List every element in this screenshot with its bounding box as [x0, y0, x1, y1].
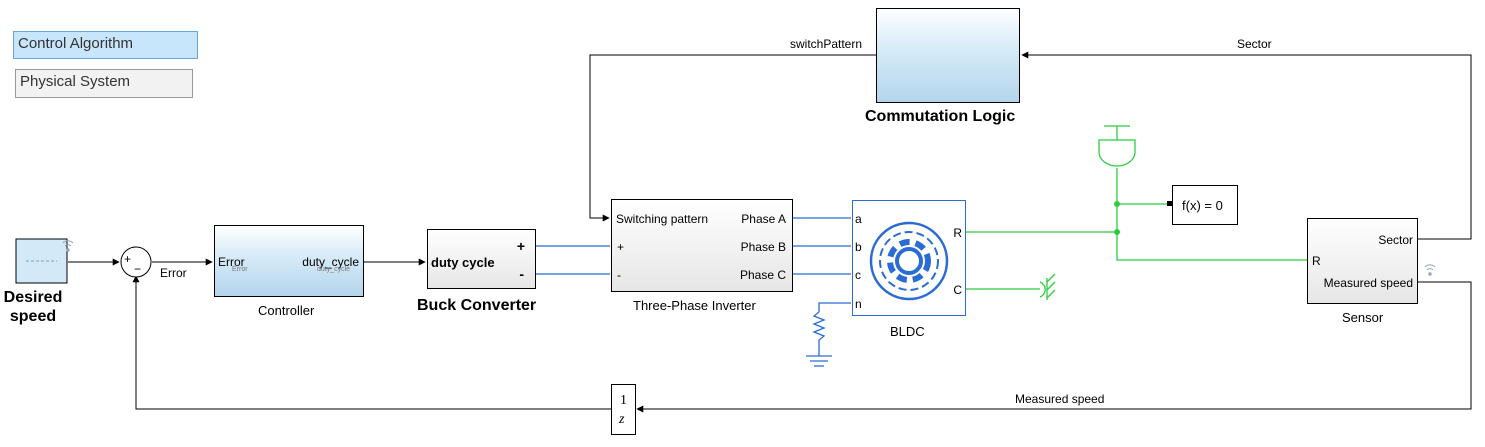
bldc-port-c-out: C	[953, 283, 962, 297]
sensor-sector-port: Sector	[1378, 233, 1413, 247]
sensor-speed-port: Measured speed	[1323, 276, 1413, 290]
bldc-port-b: b	[855, 240, 862, 254]
legend-control-algorithm[interactable]: Control Algorithm	[13, 31, 198, 59]
wire-measured-speed[interactable]	[636, 281, 1472, 413]
resistor-symbol	[812, 311, 826, 356]
inverter-phase-c-port: Phase C	[739, 268, 786, 282]
controller-in-port: Error	[218, 255, 245, 269]
sensor-block[interactable]: R Sector Measured speed	[1307, 218, 1418, 304]
inverter-phase-a-port: Phase A	[741, 212, 786, 226]
bldc-block[interactable]: a b c n R C	[852, 200, 966, 316]
signal-label-error: Error	[160, 266, 187, 280]
wireless-icon	[1424, 264, 1436, 276]
three-phase-inverter-label: Three-Phase Inverter	[633, 298, 756, 313]
mechanical-lines	[966, 125, 1307, 300]
sum-minus-sign: −	[134, 262, 142, 276]
controller-block[interactable]: Error duty_cycle Error duty_cycle	[214, 225, 364, 297]
signal-label-sector: Sector	[1237, 37, 1272, 51]
bldc-port-c: c	[855, 268, 861, 282]
wire-shaft[interactable]	[1116, 168, 1307, 261]
legend-control-label: Control Algorithm	[18, 35, 134, 52]
inverter-plus-port: +	[617, 240, 625, 254]
solver-label: f(x) = 0	[1182, 198, 1223, 213]
wire-neutral[interactable]	[818, 302, 851, 312]
inverter-phase-b-port: Phase B	[740, 240, 786, 254]
signal-label-switch-pattern: switchPattern	[790, 37, 863, 51]
commutation-logic-block[interactable]	[876, 8, 1020, 103]
buck-plus-port: +	[516, 238, 525, 254]
commutation-logic-label: Commutation Logic	[865, 108, 1016, 125]
inverter-in-port: Switching pattern	[616, 212, 709, 226]
delay-denominator: z	[619, 412, 625, 427]
legend-physical-label: Physical System	[20, 73, 131, 90]
sum-plus-sign: +	[124, 252, 132, 266]
bldc-port-a: a	[855, 212, 862, 226]
controller-inner-out: duty_cycle	[317, 266, 351, 273]
legend-physical-system[interactable]: Physical System	[15, 69, 193, 98]
buck-converter-block[interactable]: duty cycle + -	[427, 229, 536, 289]
delay-numerator: 1	[620, 393, 627, 408]
electrical-lines	[536, 217, 851, 367]
wire-feedback[interactable]	[132, 275, 611, 410]
bldc-port-n: n	[855, 297, 862, 311]
unit-delay-block[interactable]: 1 z	[611, 384, 636, 435]
sensor-label: Sensor	[1342, 310, 1384, 325]
desired-speed-label: Desired speed	[3, 289, 63, 325]
controller-inner-in: Error	[232, 266, 248, 273]
motor-graphic	[869, 221, 949, 301]
inverter-minus-port: -	[617, 268, 621, 282]
buck-in-port: duty cycle	[431, 255, 495, 270]
controller-out-port: duty_cycle	[302, 255, 359, 269]
sum-block[interactable]	[120, 246, 152, 278]
bldc-label: BLDC	[890, 324, 925, 339]
wire-switch-pattern[interactable]	[589, 54, 877, 222]
signal-label-measured-speed: Measured speed	[1015, 392, 1105, 406]
signal-lines	[68, 51, 1472, 413]
controller-label: Controller	[258, 303, 315, 318]
wire-sector[interactable]	[1021, 51, 1472, 240]
buck-converter-label: Buck Converter	[417, 297, 537, 314]
sensor-in-port: R	[1312, 254, 1321, 268]
buck-minus-port: -	[519, 266, 524, 282]
three-phase-inverter-block[interactable]: Switching pattern + - Phase A Phase B Ph…	[611, 199, 793, 292]
solver-configuration-block[interactable]: f(x) = 0	[1172, 185, 1238, 225]
bldc-port-r: R	[953, 226, 962, 240]
wireless-icon	[62, 240, 74, 252]
